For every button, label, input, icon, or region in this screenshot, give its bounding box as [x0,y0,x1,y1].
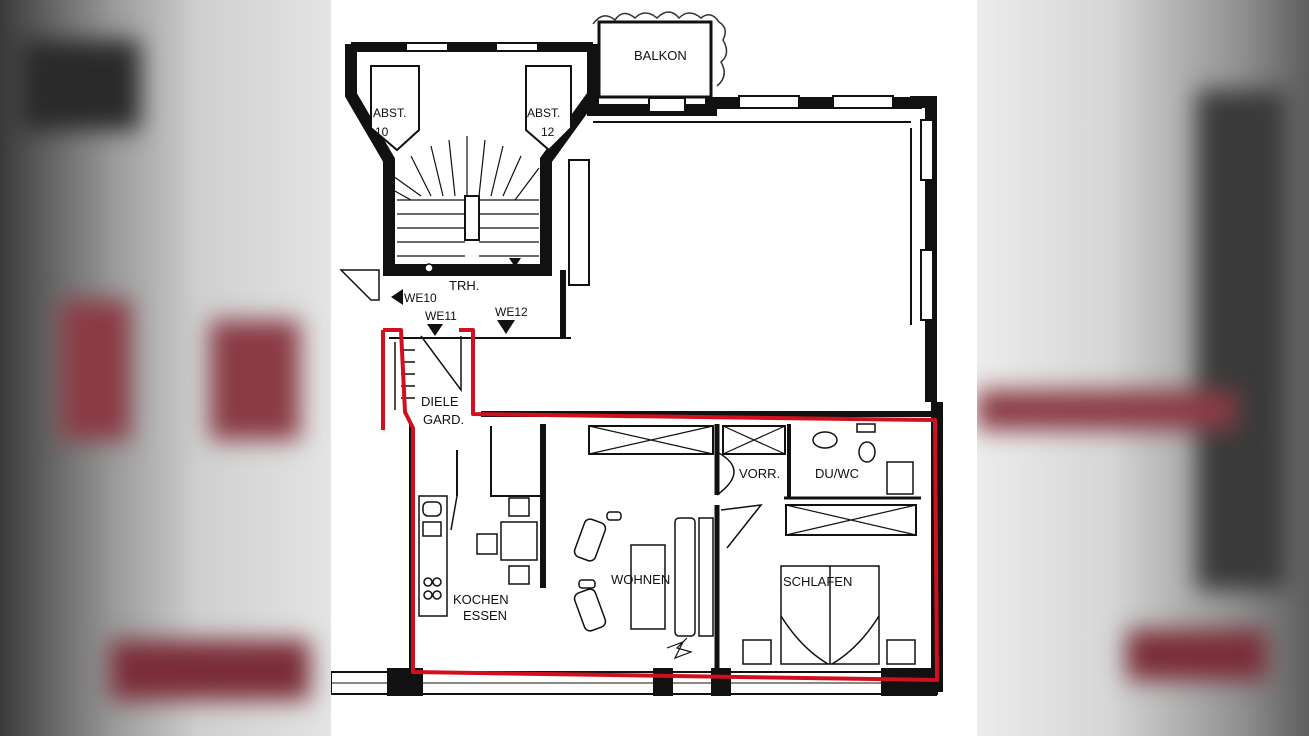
we10-label: WE10 [404,291,437,305]
upper-apartment-walls [568,95,937,402]
kitchen-label-line1: KOCHEN [453,592,509,607]
we12-label: WE12 [495,305,528,319]
floor-plan: BALKON ABST. 10 ABST. 12 TR [331,0,977,736]
hall-label-line1: DIELE [421,394,459,409]
anteroom-label: VORR. [739,466,780,481]
abst-right-number: 12 [541,125,555,139]
abst-left-label: ABST. [373,106,406,120]
stairwell: ABST. 10 ABST. 12 TRH. WE10 WE11 WE12 [339,42,599,339]
living-label: WOHNEN [611,572,670,587]
balcony: BALKON [592,11,728,99]
stairwell-label: TRH. [449,278,479,293]
floor-plan-drawing: BALKON ABST. 10 ABST. 12 TR [331,11,943,696]
abst-left-number: 10 [375,125,389,139]
kitchen-label-line2: ESSEN [463,608,507,623]
abst-right-label: ABST. [527,106,560,120]
unit-highlight-outline [381,328,939,682]
blurred-right-margin [977,0,1309,736]
we11-label: WE11 [425,309,457,323]
bathroom-label: DU/WC [815,466,859,481]
bedroom-furniture: SCHLAFEN [742,565,916,665]
bedroom-label: SCHLAFEN [783,574,852,589]
bathroom-fixtures: DU/WC [812,423,914,495]
hall: DIELE GARD. [394,335,464,427]
hall-label-line2: GARD. [423,412,464,427]
balcony-label: BALKON [634,48,687,63]
blurred-left-margin [0,0,331,736]
unit-outline [383,328,939,682]
living-furniture: WOHNEN [573,511,714,660]
kitchen-furniture: KOCHEN ESSEN [418,495,538,623]
